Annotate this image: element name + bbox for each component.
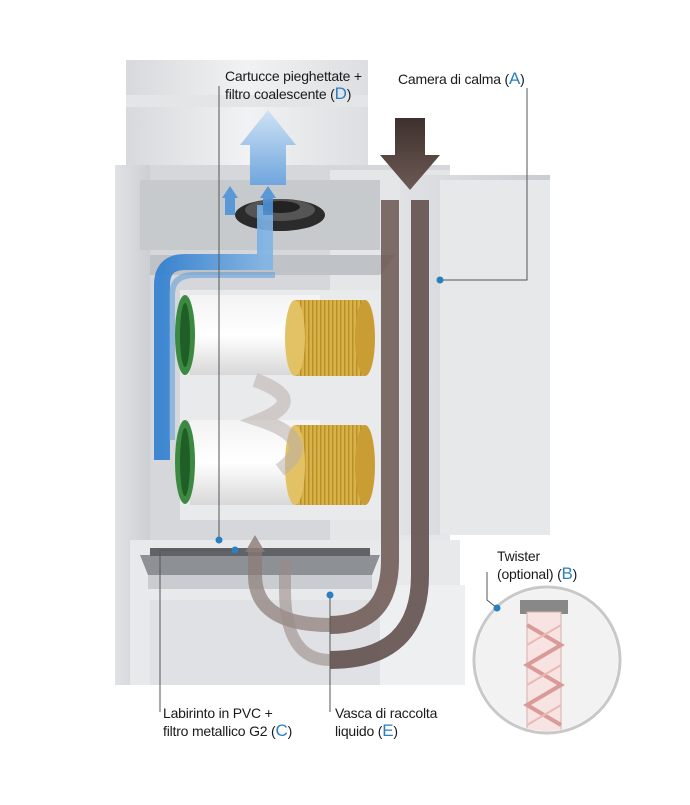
callout-b-line2: (optional) [497, 566, 554, 582]
clean-air-exhaust-arrow [240, 110, 296, 185]
callout-e-letter: E [382, 721, 394, 740]
callout-d-letter: D [334, 84, 347, 103]
callout-d-line2-wrap: filtro coalescente (D) [225, 84, 352, 103]
callout-a-line1: Camera di calma [398, 71, 501, 87]
callout-b-letter: B [561, 564, 573, 583]
callout-d: Cartucce pieghettate + filtro coalescent… [225, 68, 362, 103]
callout-e: Vasca di raccolta liquido (E) [335, 705, 437, 740]
callout-dots [215, 276, 501, 612]
callout-d-line1: Cartucce pieghettate + [225, 68, 362, 84]
callout-c-letter: C [275, 721, 288, 740]
filter-cartridge-top [175, 295, 375, 376]
callout-a: Camera di calma (A) [398, 69, 525, 88]
callout-c-line1: Labirinto in PVC + [163, 705, 273, 721]
callout-b-line1: Twister [497, 548, 540, 564]
callout-d-line2: filtro coalescente [225, 86, 327, 102]
callout-b: Twister (optional) (B) [497, 548, 577, 583]
callout-e-line2-wrap: liquido (E) [335, 721, 398, 740]
filter-cartridge-bottom [175, 420, 375, 505]
dirty-air-flow [239, 118, 440, 669]
clean-air-flow [154, 186, 276, 460]
callout-c-line2: filtro metallico G2 [163, 723, 268, 739]
callout-b-line2-wrap: (optional) (B) [497, 564, 578, 583]
callout-e-line2: liquido [335, 723, 375, 739]
callout-c-line2-wrap: filtro metallico G2 (C) [163, 721, 293, 740]
top-duct [126, 60, 368, 170]
twister-inset [472, 585, 622, 735]
callout-e-line1: Vasca di raccolta [335, 705, 438, 721]
callout-leaders [159, 86, 528, 712]
callout-a-letter: A [508, 69, 521, 88]
callout-c: Labirinto in PVC + filtro metallico G2 (… [163, 705, 292, 740]
